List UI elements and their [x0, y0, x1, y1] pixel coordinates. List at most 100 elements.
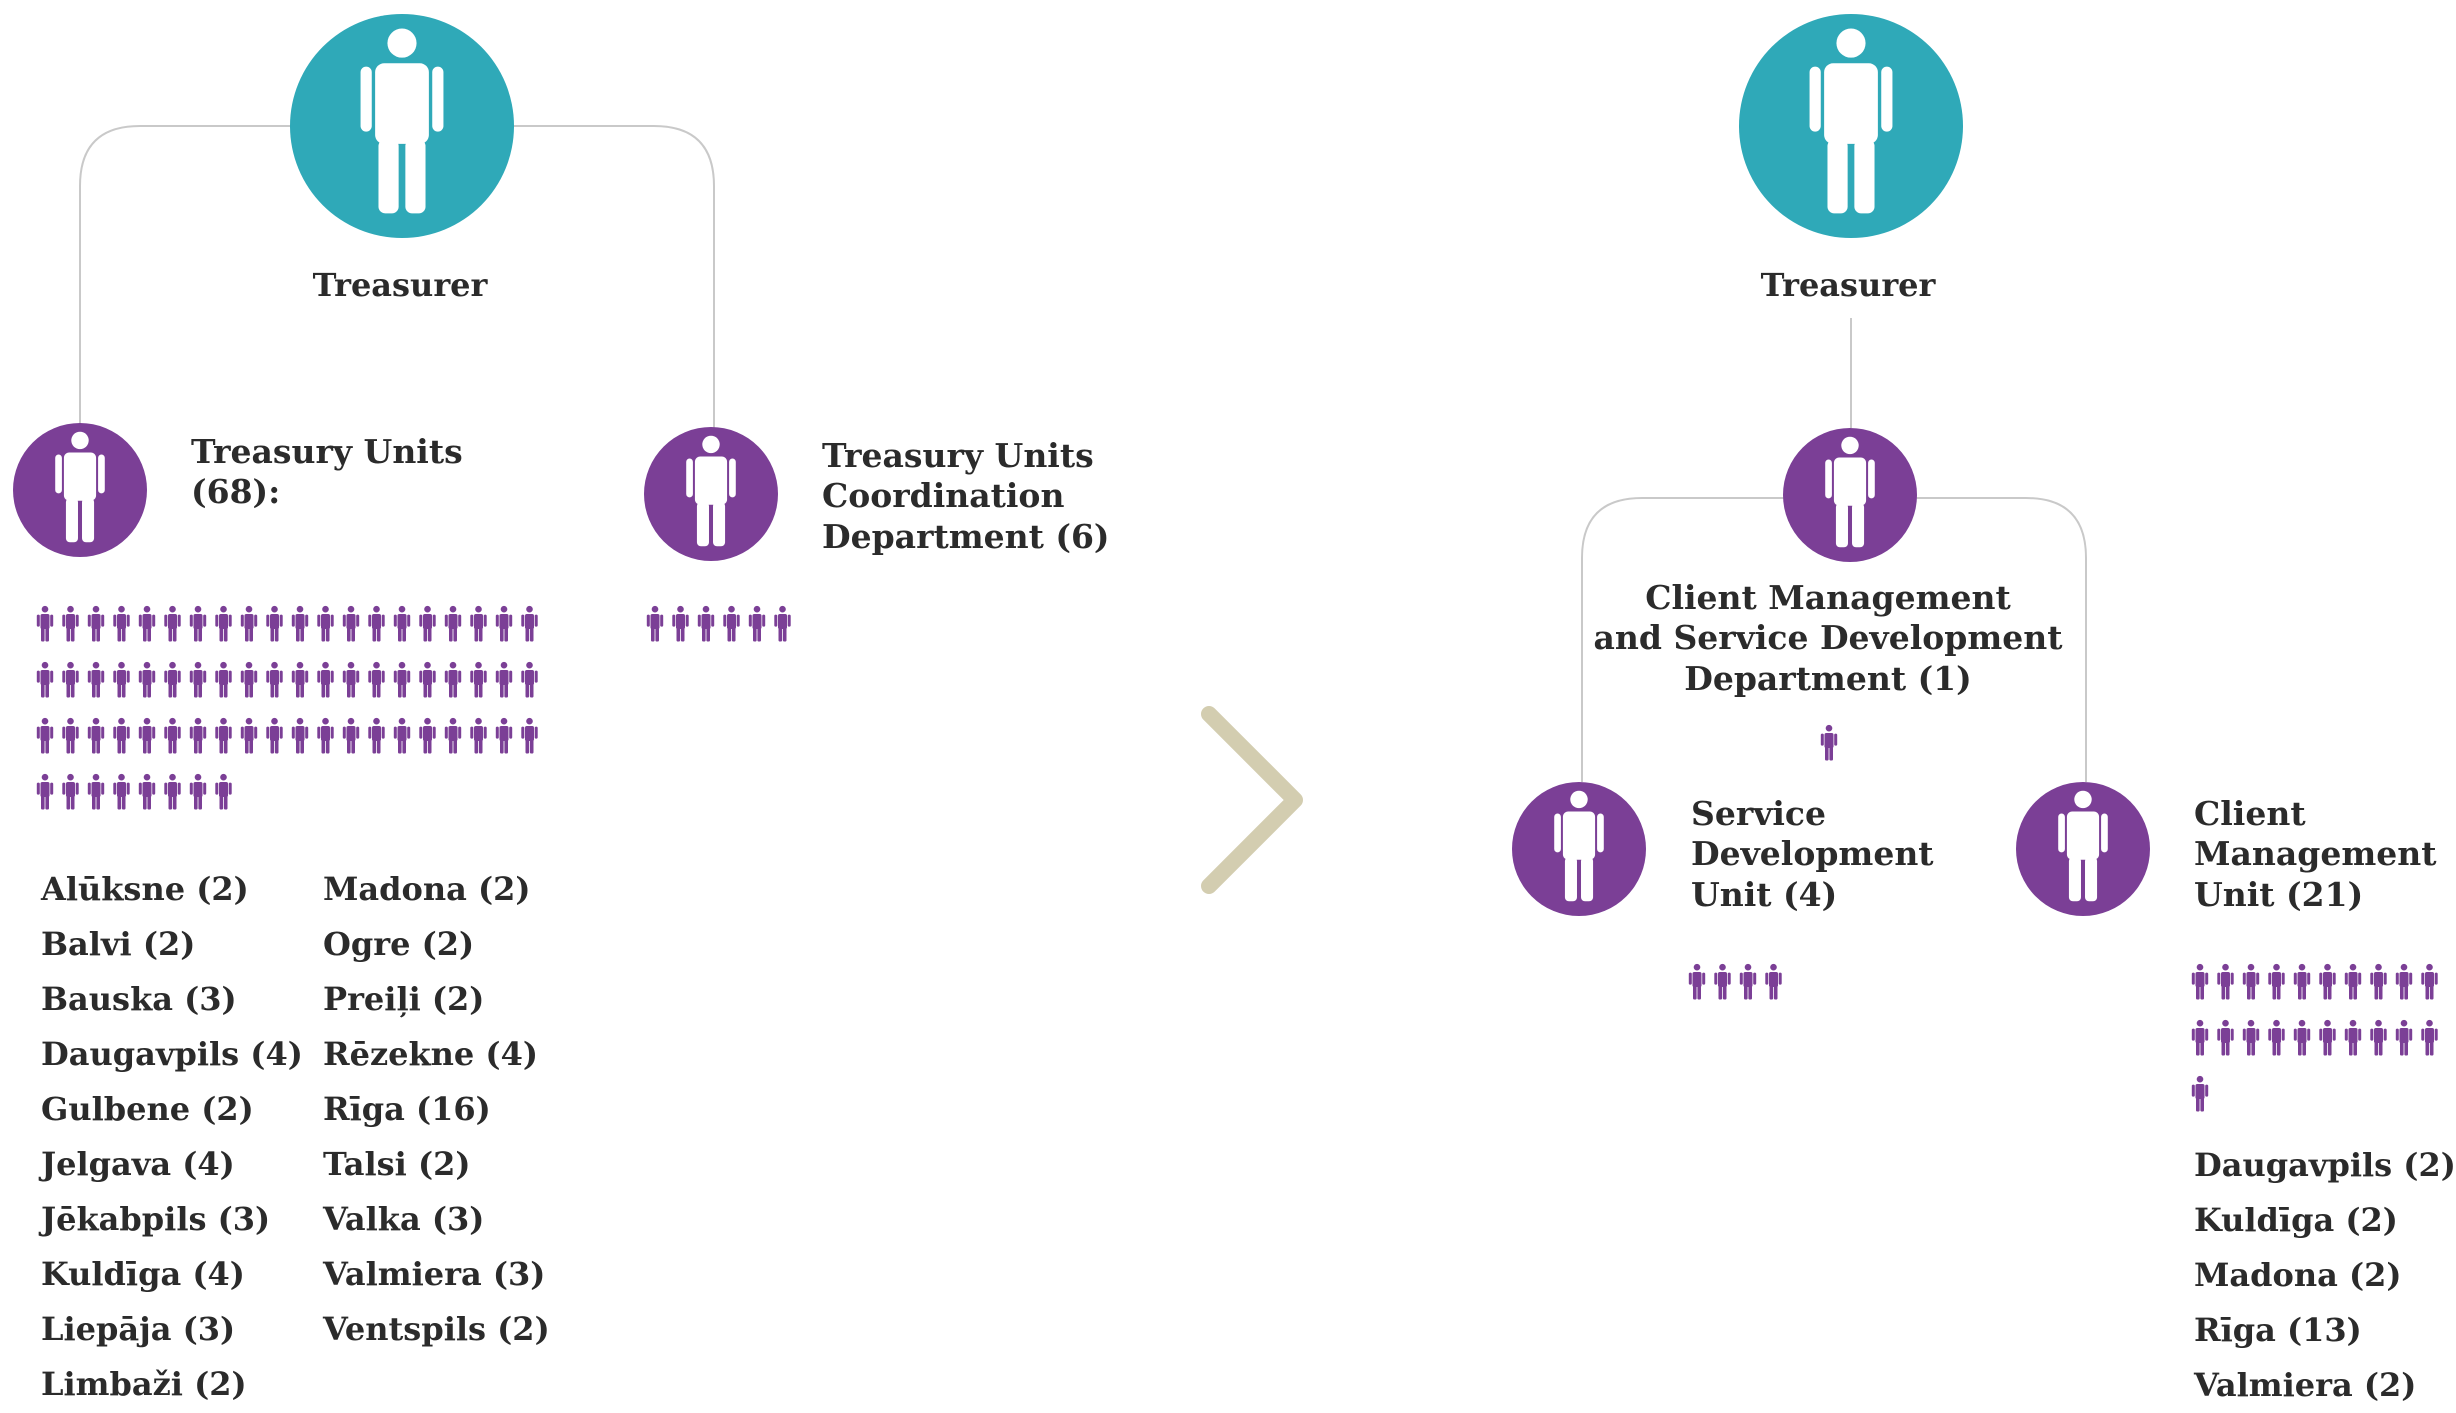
person-icon [138, 661, 156, 698]
person-icon [2191, 963, 2209, 1000]
person-icon [2293, 1019, 2311, 1056]
left-treasurer-node [290, 14, 514, 238]
person-icon [189, 717, 207, 754]
person-icon [2217, 963, 2234, 1000]
treasury-units-label: Treasury Units (68): [191, 432, 463, 513]
coordination-people-grid [646, 605, 792, 642]
person-icon [1820, 724, 1838, 761]
person-icon [419, 661, 436, 698]
person-icon [138, 717, 156, 754]
person-icon [470, 605, 487, 642]
service-unit-node [1512, 782, 1646, 916]
person-icon [342, 605, 360, 642]
person-icon [393, 605, 411, 642]
coordination-label-line1: Treasury Units [822, 436, 1094, 475]
person-icon [1554, 790, 1604, 902]
city-item: Balvi (2) [41, 925, 196, 963]
client-dept-node [1783, 428, 1917, 562]
person-icon [317, 661, 334, 698]
person-icon [2395, 1019, 2413, 1056]
person-icon [521, 605, 538, 642]
person-icon [317, 605, 334, 642]
person-icon [2370, 963, 2387, 1000]
coordination-label-line2: Coordination [822, 476, 1065, 516]
person-icon [419, 717, 436, 754]
person-icon [2395, 963, 2413, 1000]
client-dept-label-line3: Department (1) [1684, 658, 1972, 698]
person-icon [164, 717, 181, 754]
right-connector-service [1581, 497, 1787, 782]
person-icon [1765, 963, 1782, 1000]
person-icon [495, 717, 513, 754]
person-icon [164, 605, 181, 642]
city-item: Gulbene (2) [41, 1090, 254, 1128]
city-item: Alūksne (2) [41, 870, 249, 908]
city-item: Limbaži (2) [41, 1365, 247, 1403]
service-unit-label: Service Development Unit (4) [1691, 794, 1934, 915]
person-icon [393, 717, 411, 754]
person-icon [393, 661, 411, 698]
person-icon [189, 605, 207, 642]
person-icon [368, 605, 385, 642]
client-dept-people-grid [1820, 724, 1838, 761]
left-connector-coordination [508, 125, 715, 428]
city-item: Madona (2) [323, 870, 531, 908]
city-item: Preiļi (2) [323, 980, 485, 1018]
person-icon [1739, 963, 1757, 1000]
city-item: Madona (2) [2194, 1256, 2402, 1294]
person-icon [2191, 1019, 2209, 1056]
person-icon [2191, 1075, 2209, 1112]
treasury-units-people-grid [36, 605, 539, 810]
city-item: Kuldīga (4) [41, 1255, 245, 1293]
person-icon [2217, 1019, 2234, 1056]
person-icon [2268, 1019, 2285, 1056]
person-icon [2344, 1019, 2362, 1056]
person-icon [266, 717, 283, 754]
person-icon [113, 661, 130, 698]
person-icon [87, 717, 105, 754]
right-connector-client [1915, 497, 2087, 782]
person-icon [240, 717, 258, 754]
city-item: Jelgava (4) [41, 1145, 235, 1183]
client-unit-label-line2: Management [2194, 834, 2437, 874]
person-icon [1809, 28, 1893, 214]
right-treasurer-label: Treasurer [1760, 266, 1936, 304]
person-icon [164, 773, 181, 810]
person-icon [646, 605, 664, 642]
city-item: Jēkabpils (3) [41, 1200, 271, 1238]
person-icon [368, 661, 385, 698]
chevron-right-icon [1201, 706, 1303, 894]
service-unit-label-line2: Development [1691, 834, 1934, 874]
person-icon [723, 605, 740, 642]
person-icon [62, 773, 79, 810]
person-icon [87, 605, 105, 642]
person-icon [774, 605, 791, 642]
person-icon [444, 605, 462, 642]
person-icon [2058, 790, 2108, 902]
person-icon [521, 717, 538, 754]
treasury-cities-list-1: Alūksne (2)Balvi (2)Bauska (3)Daugavpils… [41, 862, 303, 1412]
person-icon [1688, 963, 1706, 1000]
people-pictogram [1820, 724, 1838, 761]
coordination-label-line3: Department (6) [822, 516, 1110, 556]
person-icon [419, 605, 436, 642]
person-icon [2293, 963, 2311, 1000]
client-unit-label-line1: Client [2194, 794, 2306, 833]
person-icon [686, 435, 736, 547]
person-icon [748, 605, 766, 642]
person-icon [368, 717, 385, 754]
people-pictogram [646, 605, 791, 642]
person-icon [342, 717, 360, 754]
person-icon [113, 605, 130, 642]
person-icon [215, 717, 232, 754]
person-icon [113, 773, 130, 810]
city-item: Valka (3) [323, 1200, 485, 1238]
person-icon [521, 661, 538, 698]
person-icon [138, 773, 156, 810]
person-icon [138, 605, 156, 642]
person-icon [164, 661, 181, 698]
person-icon [215, 773, 232, 810]
client-cities-list: Daugavpils (2)Kuldīga (2)Madona (2)Rīga … [2194, 1138, 2456, 1413]
person-icon [215, 605, 232, 642]
